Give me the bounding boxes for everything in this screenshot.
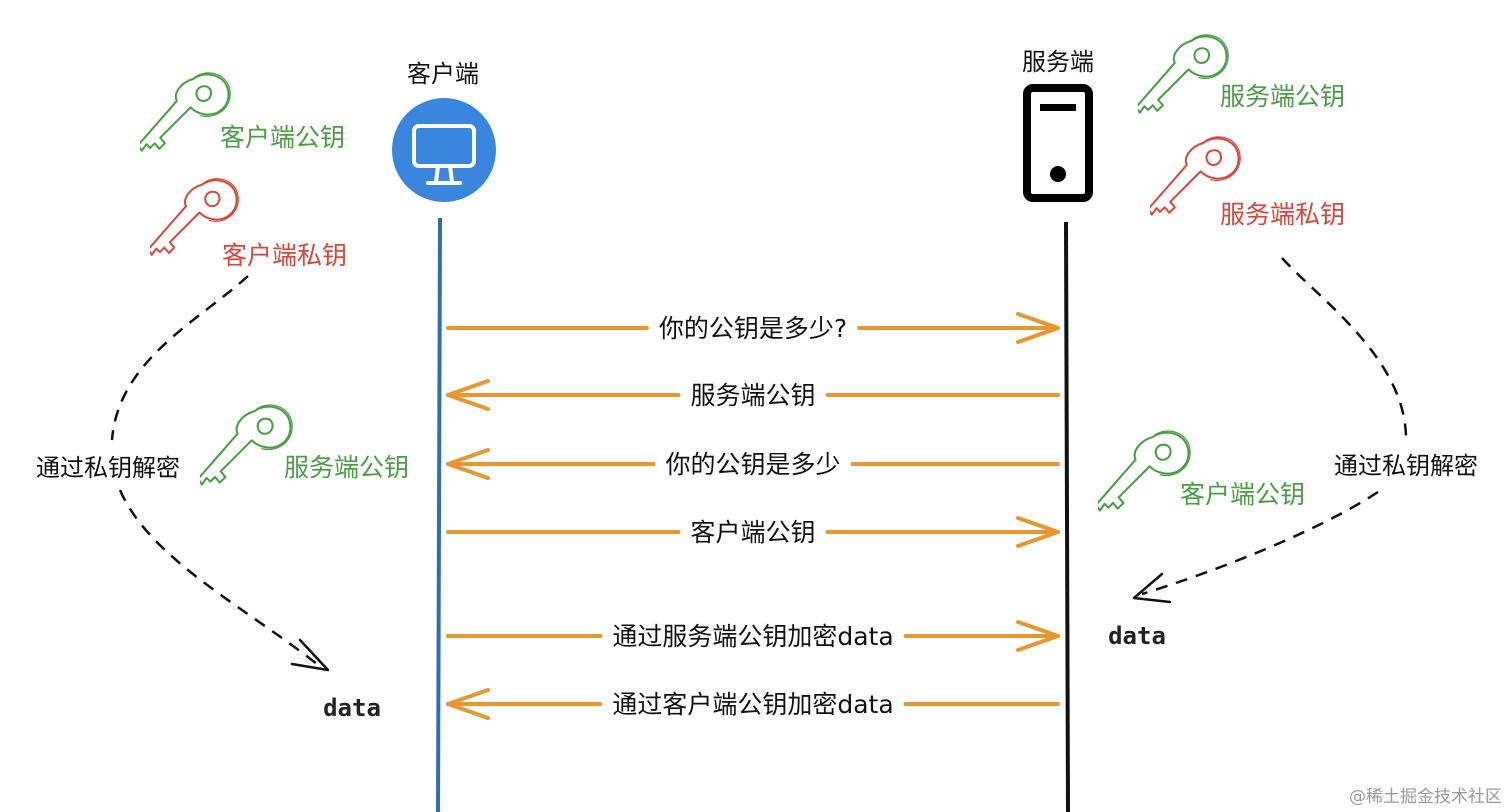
message-arrowhead-1 bbox=[1016, 312, 1060, 344]
message-label-4: 客户端公钥 bbox=[690, 518, 815, 547]
message-arrow-5: 通过服务端公钥加密data bbox=[446, 620, 1060, 652]
received-server-public-key-icon bbox=[200, 403, 294, 486]
client-decrypt-path-lower bbox=[118, 489, 323, 669]
server-title: 服务端 bbox=[1022, 48, 1094, 76]
received-client-public-key-label: 客户端公钥 bbox=[1180, 480, 1305, 509]
server-decrypt-path-upper bbox=[1281, 257, 1408, 443]
server-public-key-icon bbox=[1138, 33, 1230, 114]
message-arrowhead-2 bbox=[446, 379, 490, 411]
message-arrow-4: 客户端公钥 bbox=[446, 516, 1060, 548]
client-public-key-label: 客户端公钥 bbox=[220, 123, 345, 152]
client-public-key-icon bbox=[140, 71, 232, 152]
server-decrypt-path-lower bbox=[1141, 490, 1379, 596]
message-arrow-1: 你的公钥是多少? bbox=[446, 312, 1060, 344]
monitor-icon bbox=[392, 98, 496, 202]
message-arrowhead-4 bbox=[1016, 516, 1060, 548]
server-decrypt-label: 通过私钥解密 bbox=[1334, 452, 1478, 480]
message-label-6: 通过客户端公钥加密data bbox=[612, 690, 893, 719]
client-title: 客户端 bbox=[407, 60, 479, 88]
client-decrypt-path-upper bbox=[110, 275, 249, 441]
server-decrypt-arrowhead bbox=[1132, 572, 1172, 604]
server-lifeline bbox=[1064, 221, 1070, 812]
client-decrypt-arrowhead bbox=[290, 638, 330, 672]
message-label-5: 通过服务端公钥加密data bbox=[612, 622, 893, 651]
message-arrowhead-5 bbox=[1016, 620, 1060, 652]
received-client-public-key-icon bbox=[1098, 429, 1192, 512]
message-label-1: 你的公钥是多少? bbox=[659, 314, 847, 343]
client-decrypt-label: 通过私钥解密 bbox=[36, 454, 180, 482]
client-lifeline bbox=[436, 217, 442, 812]
client-private-key-label: 客户端私钥 bbox=[222, 241, 347, 270]
message-arrow-2: 服务端公钥 bbox=[446, 379, 1060, 411]
message-arrowhead-6 bbox=[446, 688, 490, 720]
server-data-label: data bbox=[1108, 622, 1166, 650]
client-data-label: data bbox=[323, 694, 381, 722]
server-private-key-label: 服务端私钥 bbox=[1220, 200, 1345, 229]
message-arrow-6: 通过客户端公钥加密data bbox=[446, 688, 1060, 720]
message-arrow-3: 你的公钥是多少 bbox=[446, 448, 1060, 480]
message-label-3: 你的公钥是多少 bbox=[665, 450, 840, 479]
message-label-2: 服务端公钥 bbox=[690, 381, 815, 410]
watermark: @稀土掘金技术社区 bbox=[1349, 787, 1502, 807]
message-arrowhead-3 bbox=[446, 448, 490, 480]
server-public-key-label: 服务端公钥 bbox=[1220, 82, 1345, 111]
received-server-public-key-label: 服务端公钥 bbox=[284, 453, 409, 482]
server-tower-icon bbox=[1023, 84, 1093, 202]
